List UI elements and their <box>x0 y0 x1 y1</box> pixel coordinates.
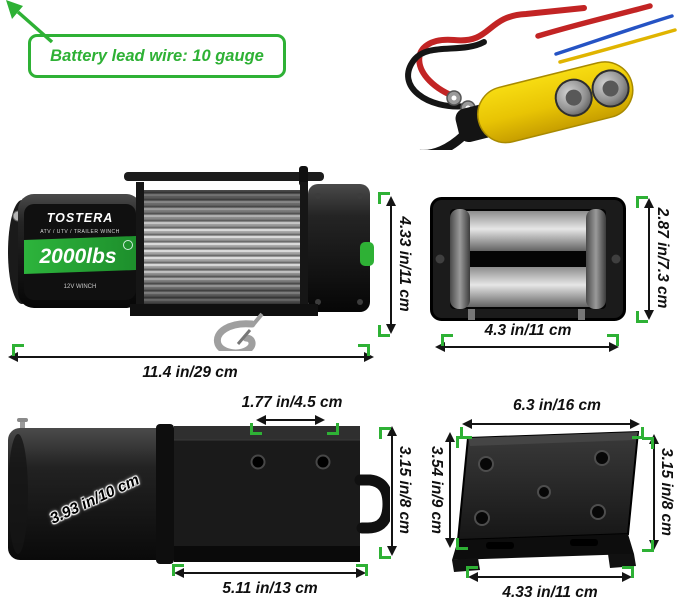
dim-line-bracket-length <box>174 568 366 578</box>
dim-line-bolt-spacing <box>256 415 325 425</box>
dim-line-plate-height <box>649 434 659 550</box>
mounting-plate-photo <box>452 430 640 572</box>
dimension-end-mark <box>379 427 391 439</box>
callout-arrow-icon <box>6 0 54 44</box>
dim-fairlead-width: 4.3 in/11 cm <box>484 322 572 339</box>
dim-bracket-length: 5.11 in/13 cm <box>222 580 318 597</box>
dim-plate-width: 6.3 in/16 cm <box>513 397 601 414</box>
dim-line-winch-height <box>386 196 396 334</box>
dimension-end-mark <box>441 334 453 346</box>
winch-voltage: 12V WINCH <box>64 284 97 290</box>
winch-photo: TOSTERA ATV / UTV / TRAILER WINCH 2000lb… <box>8 166 374 351</box>
dimension-end-mark <box>456 538 468 550</box>
dim-plate-bolt-spacing: 4.33 in/11 cm <box>502 584 598 601</box>
dim-plate-depth: 3.54 in/9 cm <box>428 446 445 534</box>
dimension-end-mark <box>607 334 619 346</box>
dim-line-fairlead-height <box>644 198 654 320</box>
dimension-end-mark <box>642 540 654 552</box>
dim-fairlead-height: 2.87 in/7.3 cm <box>654 207 671 309</box>
dim-bolt-spacing: 1.77 in/4.5 cm <box>241 394 343 411</box>
dimension-end-mark <box>466 566 478 578</box>
dimension-end-mark <box>12 344 24 356</box>
dimension-end-mark <box>172 564 184 576</box>
dimension-end-mark <box>250 423 262 435</box>
dimension-end-mark <box>356 564 368 576</box>
dimension-end-mark <box>636 196 648 208</box>
dim-line-plate-bolt-spacing <box>468 572 632 582</box>
winch-capacity: 2000lbs <box>38 245 116 268</box>
dimension-end-mark <box>622 566 634 578</box>
dim-winch-height: 4.33 in/11 cm <box>396 216 413 312</box>
fairlead-photo <box>430 197 626 321</box>
dim-line-winch-length <box>8 352 374 362</box>
dimension-end-mark <box>456 436 468 448</box>
dimension-end-mark <box>378 325 390 337</box>
dimension-end-mark <box>378 192 390 204</box>
dimension-end-mark <box>636 311 648 323</box>
dimension-end-mark <box>632 427 644 439</box>
remote-control-photo <box>405 3 677 150</box>
battery-wire-callout: Battery lead wire: 10 gauge <box>28 34 286 78</box>
dim-line-fairlead-width <box>435 342 619 352</box>
dim-line-plate-depth <box>445 432 455 548</box>
winch-brand: TOSTERA <box>47 211 114 225</box>
dim-line-motor-height <box>387 426 397 556</box>
dim-winch-length: 11.4 in/29 cm <box>142 364 238 381</box>
dimension-end-mark <box>642 437 654 449</box>
dim-plate-height: 3.15 in/8 cm <box>658 448 675 536</box>
dim-motor-height: 3.15 in/8 cm <box>396 446 413 534</box>
battery-wire-label: Battery lead wire: 10 gauge <box>50 46 264 65</box>
winch-type-line: ATV / UTV / TRAILER WINCH <box>40 229 120 235</box>
dimension-end-mark <box>379 547 391 559</box>
dimension-end-mark <box>327 423 339 435</box>
dim-line-plate-width <box>462 419 640 429</box>
dimension-end-mark <box>358 344 370 356</box>
motor-bracket-photo <box>8 418 390 564</box>
